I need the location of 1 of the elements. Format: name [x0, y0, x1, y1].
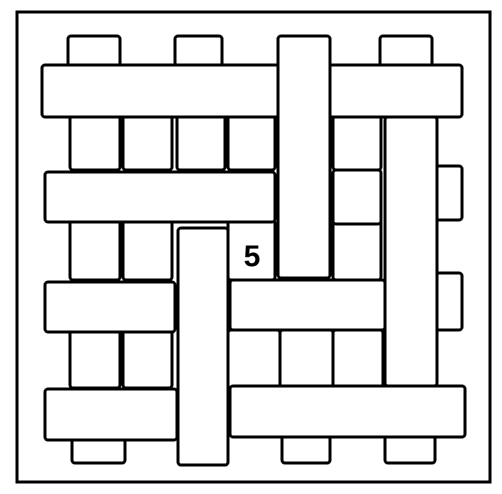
number-label: 5 [244, 246, 260, 266]
